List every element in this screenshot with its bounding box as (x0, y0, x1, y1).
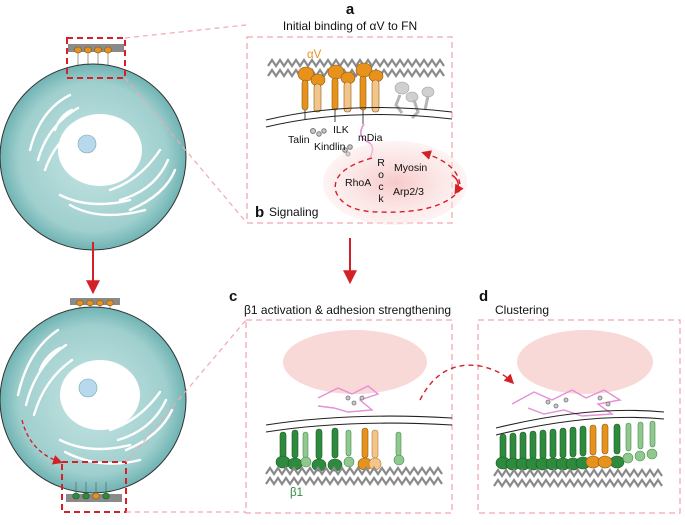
panel-a-membrane (265, 106, 453, 128)
panel-c: c β1 activation & adhesion strengthening (229, 288, 453, 514)
panel-b-title: Signaling (269, 205, 318, 219)
label-ilk: ILK (333, 124, 349, 136)
bottom-cell-er (16, 328, 174, 465)
panel-a: a Initial binding of αV to FN (246, 1, 467, 225)
panel-c-frame (245, 319, 453, 514)
panel-c-blob (283, 330, 427, 394)
panel-d-blob (517, 330, 653, 394)
panel-a-letter: a (346, 1, 355, 18)
top-cell-zoom-box (66, 37, 126, 79)
panel-c-title: β1 activation & adhesion strengthening (244, 303, 451, 317)
panel-a-title: Initial binding of αV to FN (283, 19, 417, 33)
panel-d-adaptors (545, 395, 611, 409)
panel-a-alphaV-label: αV (307, 49, 322, 61)
panel-c-substrate (265, 466, 443, 486)
top-cell-group (0, 37, 187, 251)
bottom-cell-zoom-box (61, 461, 127, 513)
panel-c-to-d-arrow (419, 364, 515, 401)
panel-d: d Clustering (419, 288, 681, 514)
bottom-cell-bottom-integrins (72, 482, 110, 500)
zoom-lines-a (124, 24, 247, 223)
label-rock-k: k (378, 193, 384, 205)
label-talin: Talin (288, 134, 310, 146)
bottom-cell-curved-arrow (21, 419, 63, 465)
panel-d-integrin-cluster (495, 420, 658, 471)
panel-d-letter: d (479, 288, 488, 305)
panel-c-actin (317, 385, 380, 413)
panel-d-frame (477, 319, 681, 514)
top-cell-nucleolus (77, 134, 97, 154)
panel-d-title: Clustering (495, 303, 549, 317)
label-rhoa: RhoA (345, 177, 371, 189)
label-rock-c: c (378, 181, 383, 193)
zoom-lines-c (125, 319, 247, 513)
label-arp: Arp2/3 (393, 186, 424, 198)
bottom-cell-top-substrate (70, 298, 120, 305)
panel-c-integrins (275, 427, 405, 472)
panel-a-alphaV-integrins (297, 62, 384, 124)
signaling-small-arrow (451, 174, 464, 195)
panel-a-frame (246, 36, 453, 224)
bottom-cell-nucleolus (78, 378, 98, 398)
panel-c-adaptors (345, 395, 365, 406)
bottom-cell-nucleus (60, 360, 140, 430)
label-rock-r: R (377, 157, 385, 169)
panel-a-inactive-integrins (394, 81, 435, 120)
panel-d-actin (511, 389, 622, 417)
panel-c-beta1-label: β1 (290, 487, 303, 499)
panel-d-membrane (495, 409, 665, 436)
label-mdia: mDia (358, 132, 383, 144)
label-myosin: Myosin (394, 162, 427, 174)
top-cell-integrins (74, 46, 112, 66)
bottom-cell-group (0, 298, 187, 513)
panel-c-letter: c (229, 288, 237, 305)
panel-d-substrate (493, 468, 663, 488)
panel-c-membrane (265, 415, 453, 433)
top-cell-nucleus (58, 114, 142, 186)
panel-a-substrate (267, 58, 445, 78)
label-rock-o: o (378, 169, 384, 181)
label-kindlin: Kindlin (314, 141, 346, 153)
panel-b-letter: b (255, 204, 264, 221)
